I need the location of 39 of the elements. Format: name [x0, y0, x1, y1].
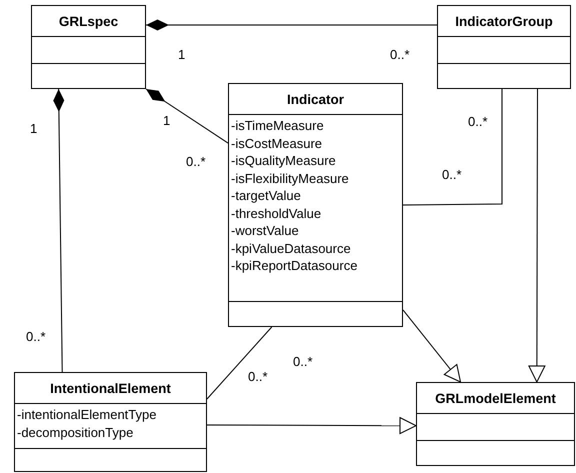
multiplicity-label: 0..*: [26, 330, 46, 344]
attribute: -isCostMeasure: [231, 134, 322, 152]
composition-line: [53, 88, 64, 372]
multiplicity-label: 0..*: [468, 115, 488, 129]
class-name: GRLspec: [58, 14, 118, 28]
multiplicity-label: 1: [178, 48, 186, 62]
class-name: IntentionalElement: [50, 380, 171, 396]
generalization-arrow: [528, 88, 546, 382]
attribute: -worstValue: [231, 222, 299, 240]
class-name: IndicatorGroup: [455, 14, 553, 28]
generalization-arrow: [402, 309, 462, 382]
association-line: [206, 326, 272, 400]
attribute: -decompositionType: [17, 424, 134, 441]
attribute: -isTimeMeasure: [231, 117, 324, 134]
generalization-arrow: [206, 417, 416, 434]
attribute: -isFlexibilityMeasure: [231, 170, 349, 187]
class-name: Indicator: [286, 92, 344, 106]
attribute: -isQualityMeasure: [231, 152, 336, 170]
attribute: -kpiValueDatasource: [231, 240, 351, 257]
class-box: [437, 5, 571, 89]
multiplicity-label: 0..*: [293, 355, 313, 369]
multiplicity-label: 0..*: [248, 370, 268, 384]
multiplicity-label: 0..*: [442, 168, 462, 182]
class-box: [228, 83, 403, 327]
attribute: -intentionalElementType: [17, 406, 156, 424]
attribute: -kpiReportDatasource: [231, 257, 358, 274]
composition-line: [146, 88, 228, 144]
attribute: -targetValue: [231, 187, 301, 204]
multiplicity-label: 1: [163, 114, 170, 128]
attribute: -thresholdValue: [231, 204, 322, 222]
class-box: [31, 5, 146, 89]
multiplicity-label: 0..*: [186, 155, 206, 169]
class-box: [416, 382, 575, 466]
multiplicity-label: 0..*: [390, 48, 410, 62]
multiplicity-label: 1: [30, 122, 38, 136]
composition-line: [146, 20, 438, 30]
association-line: [402, 88, 502, 206]
class-box: [14, 372, 207, 472]
class-name: GRLmodelElement: [435, 390, 556, 406]
